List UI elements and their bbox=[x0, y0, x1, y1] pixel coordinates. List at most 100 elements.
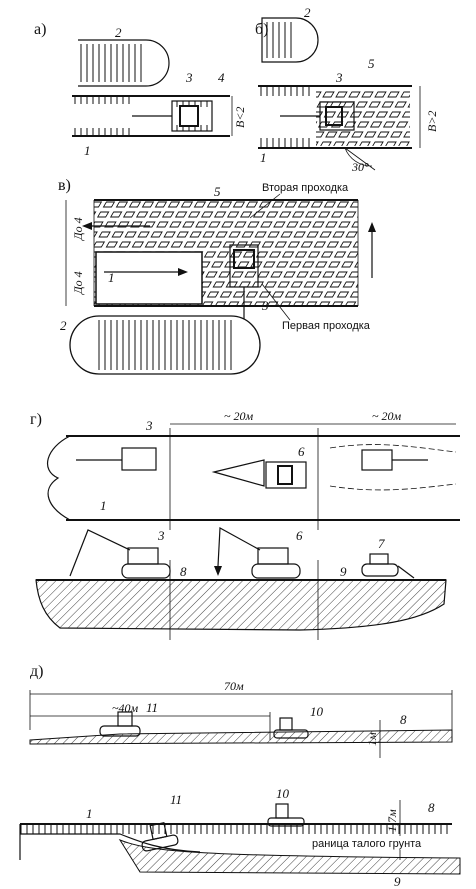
bulldozer-cab bbox=[369, 553, 389, 565]
machine-cab bbox=[279, 717, 293, 731]
caption-backdrop bbox=[308, 836, 458, 850]
excavator-boom bbox=[217, 527, 261, 567]
panel-label-v: в) bbox=[58, 177, 71, 194]
caption-second-pass: Вторая проходка bbox=[262, 182, 349, 194]
trench-wall-hatch bbox=[72, 128, 132, 136]
callout-11: 11 bbox=[146, 700, 158, 715]
wedge-tool bbox=[214, 566, 222, 576]
excavator bbox=[265, 461, 307, 489]
excavator-cab bbox=[233, 249, 255, 269]
ground-section bbox=[29, 729, 453, 745]
bulldozer-blade bbox=[397, 565, 415, 579]
callout-11: 11 bbox=[170, 792, 182, 807]
dim-a-width: В<2 bbox=[233, 107, 247, 128]
dashed-outline bbox=[329, 444, 457, 491]
callout-1: 1 bbox=[108, 270, 115, 285]
callout-3: 3 bbox=[145, 418, 153, 433]
callout-8: 8 bbox=[400, 712, 407, 727]
callout-3: 3 bbox=[335, 70, 343, 85]
excavator-cab bbox=[117, 711, 133, 727]
leader-line bbox=[249, 193, 281, 219]
dim-d-40m: ~40м bbox=[112, 701, 138, 715]
callout-8: 8 bbox=[428, 800, 435, 815]
angle-mark bbox=[344, 147, 376, 171]
callout-1: 1 bbox=[260, 150, 267, 165]
callout-5: 5 bbox=[368, 56, 375, 71]
leader-line bbox=[261, 283, 291, 321]
caption-backdrop bbox=[280, 318, 392, 332]
callout-7: 7 bbox=[378, 536, 385, 551]
spoil-heap-hatch bbox=[78, 44, 144, 82]
dim-d-1m: 1м bbox=[365, 732, 379, 746]
callout-10: 10 bbox=[276, 786, 290, 801]
excavator-tracks bbox=[251, 563, 301, 579]
excavator-cab bbox=[325, 106, 343, 126]
callout-9: 9 bbox=[394, 874, 401, 889]
dim-d-70m: 70м bbox=[224, 679, 244, 693]
excavator bbox=[121, 447, 157, 471]
excavator-body bbox=[127, 547, 159, 565]
callout-5: 5 bbox=[214, 184, 221, 199]
excavator-cab bbox=[277, 465, 293, 485]
dim-b-angle: 30° bbox=[351, 160, 369, 174]
callout-3: 3 bbox=[157, 528, 165, 543]
callout-9: 9 bbox=[340, 564, 347, 579]
wedge-tool bbox=[211, 459, 265, 487]
panel-d: д) 70м ~40м 1м 11 10 8 1,7м bbox=[19, 663, 461, 889]
callout-3: 3 bbox=[261, 298, 269, 313]
panel-b: б) В>2 30° 2 3 5 1 bbox=[255, 5, 439, 174]
trench-face bbox=[47, 435, 71, 521]
dim-g-20m-2: ~ 20м bbox=[372, 409, 401, 423]
excavator-cab bbox=[179, 105, 199, 127]
callout-6: 6 bbox=[298, 444, 305, 459]
caption-thawed-boundary: раница талого грунта bbox=[312, 838, 422, 850]
bulldozer-tracks bbox=[361, 563, 399, 577]
spoil-heap bbox=[261, 17, 319, 63]
arrow-head bbox=[368, 222, 376, 232]
excavation-profile bbox=[20, 833, 201, 853]
panel-g: г) ~ 20м ~ 20м bbox=[30, 409, 460, 640]
excavator-boom bbox=[69, 529, 131, 577]
spoil-heap bbox=[78, 39, 170, 87]
callout-10: 10 bbox=[310, 704, 324, 719]
machine bbox=[361, 449, 393, 471]
callout-1: 1 bbox=[86, 806, 93, 821]
spoil-heap-hatch bbox=[96, 320, 236, 370]
machine-cab bbox=[275, 803, 289, 819]
callout-4: 4 bbox=[218, 70, 225, 85]
dim-v-do4-top: До 4 bbox=[71, 217, 85, 241]
crawler-track bbox=[172, 101, 212, 107]
arrow-head bbox=[178, 268, 188, 276]
trench-wall-hatch bbox=[72, 96, 132, 104]
panel-label-a: а) bbox=[34, 21, 46, 38]
callout-2: 2 bbox=[304, 5, 311, 20]
callout-2: 2 bbox=[115, 25, 122, 40]
dim-v-do4-bottom: До 4 bbox=[71, 271, 85, 295]
crawler-track bbox=[172, 125, 212, 131]
callout-1: 1 bbox=[84, 143, 91, 158]
frozen-layer bbox=[118, 838, 461, 875]
callout-8: 8 bbox=[180, 564, 187, 579]
spoil-heap-hatch bbox=[262, 22, 296, 58]
dim-d-17m: 1,7м bbox=[385, 809, 399, 832]
excavator-cab bbox=[149, 822, 168, 841]
panel-v: в) До 4 До 4 Вторая проходка Перва bbox=[58, 177, 392, 375]
trench-wall-hatch bbox=[258, 86, 312, 96]
ground-surface-hatch bbox=[20, 824, 452, 834]
dim-b-width: В>2 bbox=[425, 111, 439, 132]
trench-wall-hatch bbox=[258, 138, 312, 148]
excavator-tracks bbox=[121, 563, 171, 579]
excavator-body bbox=[257, 547, 289, 565]
caption-backdrop bbox=[260, 180, 362, 194]
panel-label-g: г) bbox=[30, 411, 42, 428]
dim-g-20m-1: ~ 20м bbox=[224, 409, 253, 423]
first-pass-trench bbox=[95, 251, 203, 305]
callout-2: 2 bbox=[60, 318, 67, 333]
callout-1: 1 bbox=[100, 498, 107, 513]
panel-a: а) В<2 2 3 4 1 bbox=[34, 21, 247, 158]
callout-6: 6 bbox=[296, 528, 303, 543]
ripped-ground bbox=[316, 88, 410, 146]
arrow-head bbox=[82, 222, 92, 230]
ground-section bbox=[35, 579, 447, 631]
